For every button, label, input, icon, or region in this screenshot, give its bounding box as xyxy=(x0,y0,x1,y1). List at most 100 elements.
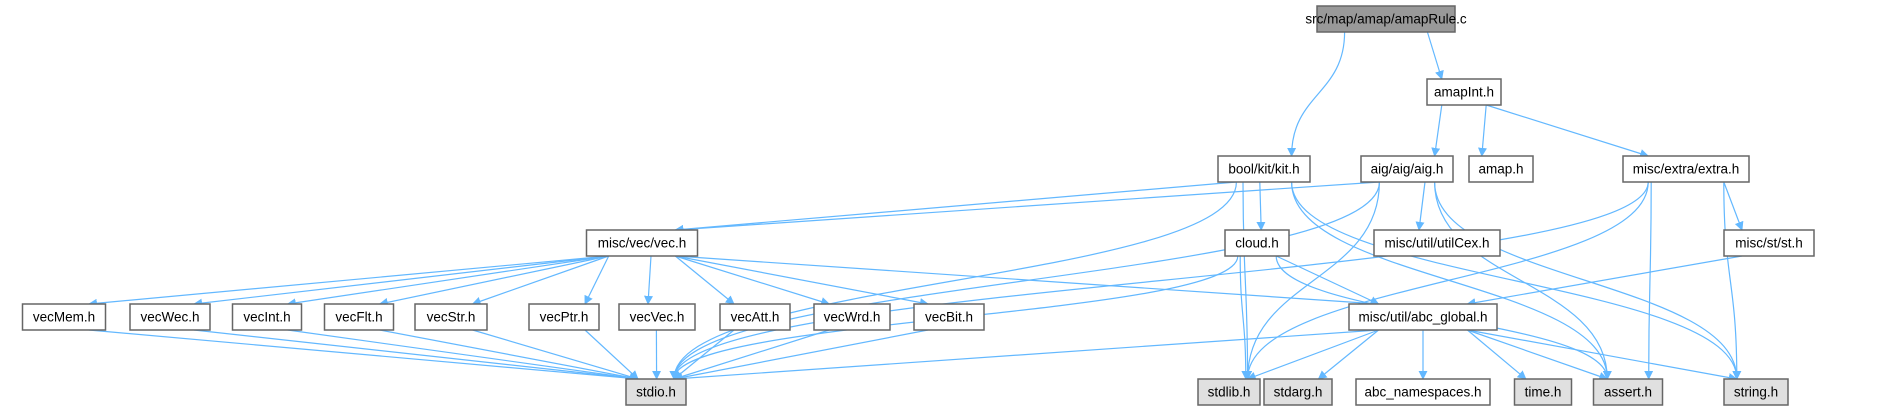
node-vecvec[interactable]: vecVec.h xyxy=(618,303,696,331)
node-vecstr[interactable]: vecStr.h xyxy=(414,303,488,331)
edge-extra-to-stdio xyxy=(669,181,1649,380)
node-stdlib[interactable]: stdlib.h xyxy=(1197,378,1261,406)
node-time[interactable]: time.h xyxy=(1513,378,1573,406)
edge-aig-to-utilCex xyxy=(1415,181,1426,231)
node-box xyxy=(414,303,488,331)
node-kit[interactable]: bool/kit/kit.h xyxy=(1217,155,1311,183)
node-utilcex[interactable]: misc/util/utilCex.h xyxy=(1373,229,1501,257)
node-assert[interactable]: assert.h xyxy=(1592,378,1664,406)
edge-arrow xyxy=(1478,104,1487,157)
node-vecmem[interactable]: vecMem.h xyxy=(21,303,107,331)
node-amap[interactable]: amap.h xyxy=(1468,155,1534,183)
edge-amapInt-to-amap xyxy=(1478,104,1487,157)
node-label: stdlib.h xyxy=(1208,385,1251,400)
node-amapint[interactable]: amapInt.h xyxy=(1426,78,1502,106)
edge-kit-to-stdlib xyxy=(1242,181,1253,380)
node-vecint[interactable]: vecInt.h xyxy=(231,303,303,331)
node-vecwrd[interactable]: vecWrd.h xyxy=(813,303,891,331)
edge-arrow xyxy=(1466,255,1743,308)
edge-arrow xyxy=(1415,181,1426,231)
node-label: cloud.h xyxy=(1235,236,1279,251)
edge-aig-to-string xyxy=(1434,181,1742,380)
node-label: abc_namespaces.h xyxy=(1364,385,1481,400)
edge-arrow xyxy=(1317,329,1379,380)
node-string[interactable]: string.h xyxy=(1723,378,1789,406)
node-label: amap.h xyxy=(1478,162,1523,177)
node-box xyxy=(1468,155,1534,183)
node-extra[interactable]: misc/extra/extra.h xyxy=(1622,155,1750,183)
node-vecatt[interactable]: vecAtt.h xyxy=(719,303,791,331)
edge-arrow xyxy=(471,255,609,306)
node-label: src/map/amap/amapRule.c xyxy=(1305,12,1467,27)
node-box xyxy=(528,303,600,331)
edge-arrow xyxy=(1431,104,1443,157)
edge-arrow xyxy=(584,329,639,380)
node-label: vecPtr.h xyxy=(540,310,589,325)
node-aig[interactable]: aig/aig/aig.h xyxy=(1360,155,1454,183)
edge-arrow xyxy=(673,329,735,380)
edge-vecMem-to-stdio xyxy=(88,329,639,383)
node-label: misc/util/utilCex.h xyxy=(1384,236,1489,251)
edge-arrow xyxy=(379,329,639,382)
edge-arrow xyxy=(378,255,609,307)
edge-arrow xyxy=(644,255,653,305)
node-vec[interactable]: misc/vec/vec.h xyxy=(585,229,699,257)
node-label: misc/vec/vec.h xyxy=(598,236,687,251)
node-box xyxy=(1263,378,1333,406)
node-abc-global[interactable]: misc/util/abc_global.h xyxy=(1348,303,1498,331)
node-box xyxy=(719,303,791,331)
node-label: misc/st/st.h xyxy=(1735,236,1803,251)
edge-vecBit-to-stdio xyxy=(673,329,929,382)
node-box xyxy=(1373,229,1501,257)
edge-arrow xyxy=(1434,181,1612,380)
edge-root-to-amapInt xyxy=(1426,31,1444,80)
node-box xyxy=(129,303,211,331)
edge-arrow xyxy=(674,181,1380,234)
edge-extra-to-assert xyxy=(1644,181,1654,380)
node-label: vecMem.h xyxy=(33,310,95,325)
node-cloud[interactable]: cloud.h xyxy=(1224,229,1290,257)
edge-vecWrd-to-stdio xyxy=(673,329,830,381)
edge-arrow xyxy=(1723,181,1742,380)
node-label: vecWrd.h xyxy=(824,310,881,325)
edge-extra-to-string xyxy=(1723,181,1742,380)
node-box xyxy=(1224,229,1290,257)
node-box xyxy=(813,303,891,331)
node-stdarg[interactable]: stdarg.h xyxy=(1263,378,1333,406)
node-box xyxy=(1426,78,1502,106)
node-stdio[interactable]: stdio.h xyxy=(625,378,687,406)
node-box xyxy=(1348,303,1498,331)
node-vecwec[interactable]: vecWec.h xyxy=(129,303,211,331)
edge-arrow xyxy=(1486,104,1650,158)
node-label: vecAtt.h xyxy=(731,310,780,325)
edge-amapInt-to-aig xyxy=(1431,104,1443,157)
edge-extra-to-stdlib xyxy=(1243,181,1649,380)
node-abc-namespaces[interactable]: abc_namespaces.h xyxy=(1355,378,1491,406)
node-label: vecFlt.h xyxy=(335,310,382,325)
edge-arrow xyxy=(1275,255,1380,305)
node-box xyxy=(323,303,395,331)
edge-arrow xyxy=(584,255,610,305)
edge-amapInt-to-extra xyxy=(1486,104,1650,158)
node-root[interactable]: src/map/amap/amapRule.c xyxy=(1305,5,1467,33)
node-label: stdio.h xyxy=(636,385,676,400)
edge-abc_global-to-stdlib xyxy=(1246,329,1379,381)
node-label: assert.h xyxy=(1604,385,1652,400)
node-box xyxy=(1316,5,1456,33)
node-vecptr[interactable]: vecPtr.h xyxy=(528,303,600,331)
edge-aig-to-stdlib xyxy=(1243,181,1380,380)
node-label: stdarg.h xyxy=(1274,385,1323,400)
edge-arrow xyxy=(193,255,609,308)
edge-vec-to-vecAtt xyxy=(674,255,735,305)
edge-vec-to-vecWrd xyxy=(675,255,831,306)
edge-abc_global-to-string xyxy=(1467,329,1738,382)
node-box xyxy=(1197,378,1261,406)
node-vecflt[interactable]: vecFlt.h xyxy=(323,303,395,331)
node-st[interactable]: misc/st/st.h xyxy=(1723,229,1815,257)
edge-kit-to-cloud xyxy=(1256,181,1266,231)
edge-vec-to-vecMem xyxy=(88,255,609,308)
node-vecbit[interactable]: vecBit.h xyxy=(913,303,985,331)
node-box xyxy=(1723,229,1815,257)
edge-arrow xyxy=(1467,329,1609,381)
edge-vecPtr-to-stdio xyxy=(584,329,639,380)
